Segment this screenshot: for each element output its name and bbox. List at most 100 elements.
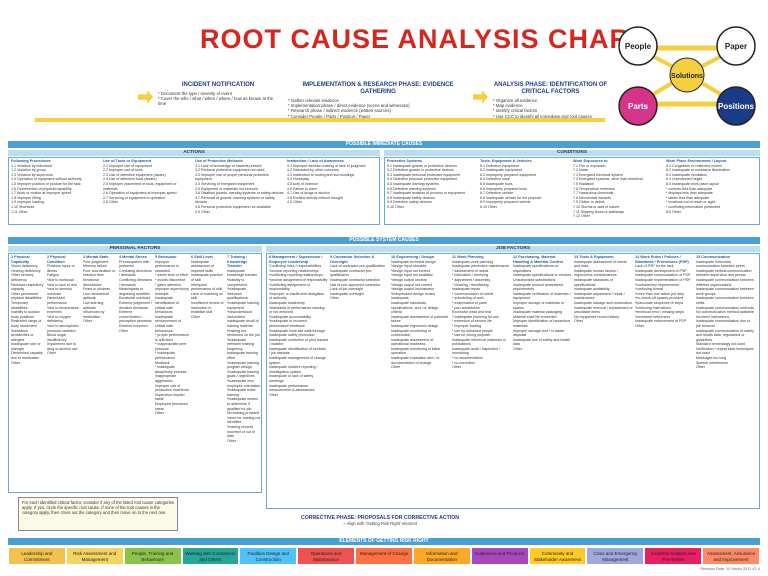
- cause-item: Extreme boredom: [119, 323, 148, 328]
- cause-item: 4.3 Inattention to footing and surroundi…: [287, 172, 355, 177]
- cause-item: Inadequate reference materials or public…: [452, 337, 506, 347]
- cause-column-heading: 10 Engineering / Design: [391, 255, 435, 259]
- implementation-item: * Gather relevant evidence: [288, 98, 339, 103]
- cause-column-heading: Tools, Equipment & Vehicles: [480, 159, 532, 163]
- cause-column: 8 Management / Supervision / Employee Le…: [269, 255, 328, 506]
- cause-item: Incorrect instructions: [696, 314, 730, 319]
- cause-item: Inadequate implementation of PSP: [635, 277, 691, 282]
- cause-item: Inadequate salvage and reclamation: [574, 300, 632, 305]
- cause-item: Speech interference: [696, 360, 729, 365]
- cause-item: 6.3 Improperly prepared equipment: [480, 172, 537, 177]
- cause-item: 7.1 Fire or explosion: [573, 163, 606, 168]
- cause-item: Other: [574, 319, 583, 324]
- immediate-causes-band: POSSIBLE IMMEDIATE CAUSES: [8, 141, 760, 148]
- cause-item: Emotional overload: [119, 296, 150, 301]
- cause-item: Hearing deficiency: [11, 268, 41, 273]
- cause-item: Lack of job oversight: [330, 287, 363, 292]
- cause-item: Improper performance is rewarded: [155, 259, 179, 273]
- incident-item: * Cover the who / what / when / where / …: [158, 96, 274, 107]
- cause-item: 8.4 Unprotected height: [666, 177, 703, 182]
- cause-item: Meaningless or degrading activities: [119, 287, 150, 296]
- element-tile: Information and Documentation: [412, 547, 471, 565]
- cause-item: Inadequate recall of training material: [227, 319, 259, 328]
- cause-column-heading: Work Place Environment / Layout: [666, 159, 727, 163]
- cause-item: Inadequate size or strength: [11, 342, 41, 351]
- cause-item: *inadequate initial training: [227, 388, 256, 397]
- cause-item: 8.6 Other: [666, 209, 681, 214]
- cause-item: *unclear assignment of responsibility: [269, 277, 328, 282]
- parts-label: Parts: [628, 102, 649, 111]
- cause-item: Inadequate safety promotion: [269, 333, 315, 338]
- cause-item: Improper supervisory example: [155, 287, 189, 296]
- step-arrow-2: [473, 90, 488, 104]
- cause-item: Other: [227, 438, 236, 443]
- cause-item: *due to sensory overload: [47, 287, 72, 296]
- cause-item: Inadequate ergonomic design: [391, 323, 439, 328]
- cause-item: * lubrication / servicing: [452, 273, 488, 278]
- cause-item: *design output not correct: [391, 282, 432, 287]
- analysis-item: * Identify critical factors: [493, 108, 538, 114]
- cause-item: Inadequate product acceptance requiremen…: [513, 282, 564, 292]
- cause-item: Inadequate oversight: [330, 291, 364, 296]
- cause-item: 1.11 Other: [11, 209, 28, 214]
- implementation-item: * Consider People / Parts / Position / P…: [288, 113, 371, 119]
- cause-item: Use of non-approved contractor: [330, 282, 381, 287]
- cause-item: * extension of service life: [452, 319, 492, 324]
- element-tile: Operations and Maintenance: [297, 547, 356, 565]
- element-tile: Facilities Design and Construction: [239, 547, 298, 565]
- cause-item: 5.3 Inadequate personal protective equip…: [387, 172, 461, 177]
- cause-item: 1.5 Improper position or posture for the…: [11, 181, 81, 186]
- cause-column-heading: 7 Training / Knowledge Transfer: [227, 255, 248, 269]
- analysis-step: ANALYSIS PHASE: IDENTIFICATION OF CRITIC…: [493, 82, 608, 119]
- cause-item: Inadequate audit / inspection / monitori…: [452, 346, 500, 356]
- cause-item: Fears or phobias: [83, 287, 110, 292]
- cause-item: * cleaning / resurfacing: [452, 282, 489, 287]
- cause-item: *need for training not identified: [227, 415, 261, 425]
- cause-item: Previous injury or illness: [47, 264, 75, 273]
- cause-item: * inappropriate peer pressure: [155, 342, 187, 351]
- cause-column-heading: 4 Mental Stress: [119, 255, 147, 259]
- cause-item: *inadequate training equipment: [227, 300, 259, 310]
- cause-item: Other permanent physical disabilities: [11, 291, 42, 301]
- cause-item: 4.8 Routine activity without thought: [287, 195, 343, 200]
- cause-item: Other: [391, 365, 400, 370]
- cause-item: 4.9 Other: [287, 200, 302, 205]
- cause-item: Inadequate specifications to vendors: [513, 273, 572, 278]
- cause-column: 14 Work Rules / Policies / Standards / P…: [635, 255, 694, 506]
- cause-item: Improper use of production incentives: [155, 383, 189, 393]
- cause-item: * inadequate disciplinary process: [155, 365, 187, 374]
- cause-item: 7.4 Energized systems, other than electr…: [573, 177, 643, 182]
- cause-item: Inadequate communication between differe…: [696, 277, 754, 287]
- cause-item: 4.2 Distracted by other concerns: [287, 168, 339, 173]
- cause-item: *improper or insufficient delegation of …: [269, 291, 325, 301]
- cause-item: 7.3 Energized electrical system: [573, 172, 623, 177]
- cause-item: * use by untrained people: [452, 328, 493, 333]
- process-underline: [35, 118, 605, 122]
- incident-heading: INCIDENT NOTIFICATION: [181, 82, 255, 88]
- cause-item: 4.7 Use of drugs or alcohol: [287, 191, 330, 196]
- analysis-item: * Use CCC to identify all immediate and …: [493, 113, 592, 119]
- cause-item: Inadequate standards or specifications: [574, 277, 613, 287]
- cause-item: Unauthorized substitutions: [513, 277, 556, 282]
- cause-item: Lack of PSP for the task: [635, 264, 674, 269]
- cause-item: *inadequate work site walk through: [269, 328, 325, 333]
- cause-item: 7.7 Hazardous chemicals: [573, 191, 614, 196]
- cause-item: *independent design review inadequate: [391, 291, 436, 301]
- cause-item: Other sensory deficiency: [11, 273, 34, 282]
- puzzle-diagram: People Paper Solutions Parts Positions: [618, 26, 756, 126]
- cause-item: 7.11 Slippery floors or walkways: [573, 209, 625, 214]
- cause-item: 3.2 Personal protective equipment not us…: [195, 168, 265, 173]
- cause-item: Inadequate assessment of required skills: [191, 259, 215, 273]
- cause-item: 3.5 Equipment or materials not secured: [195, 186, 258, 191]
- cause-item: 5.6 Defective warning systems: [387, 186, 436, 191]
- cause-item: 5.7 Inadequate isolation of process or e…: [387, 191, 465, 196]
- cause-item: 7.2 Noise: [573, 168, 589, 173]
- cause-item: 1.7 Work or motion at improper speed: [11, 191, 72, 196]
- cause-item: 5.10 Other: [387, 204, 404, 209]
- cause-item: * part substitution: [452, 305, 480, 310]
- cause-item: Other: [155, 411, 164, 416]
- cause-item: Memory failure: [83, 264, 107, 269]
